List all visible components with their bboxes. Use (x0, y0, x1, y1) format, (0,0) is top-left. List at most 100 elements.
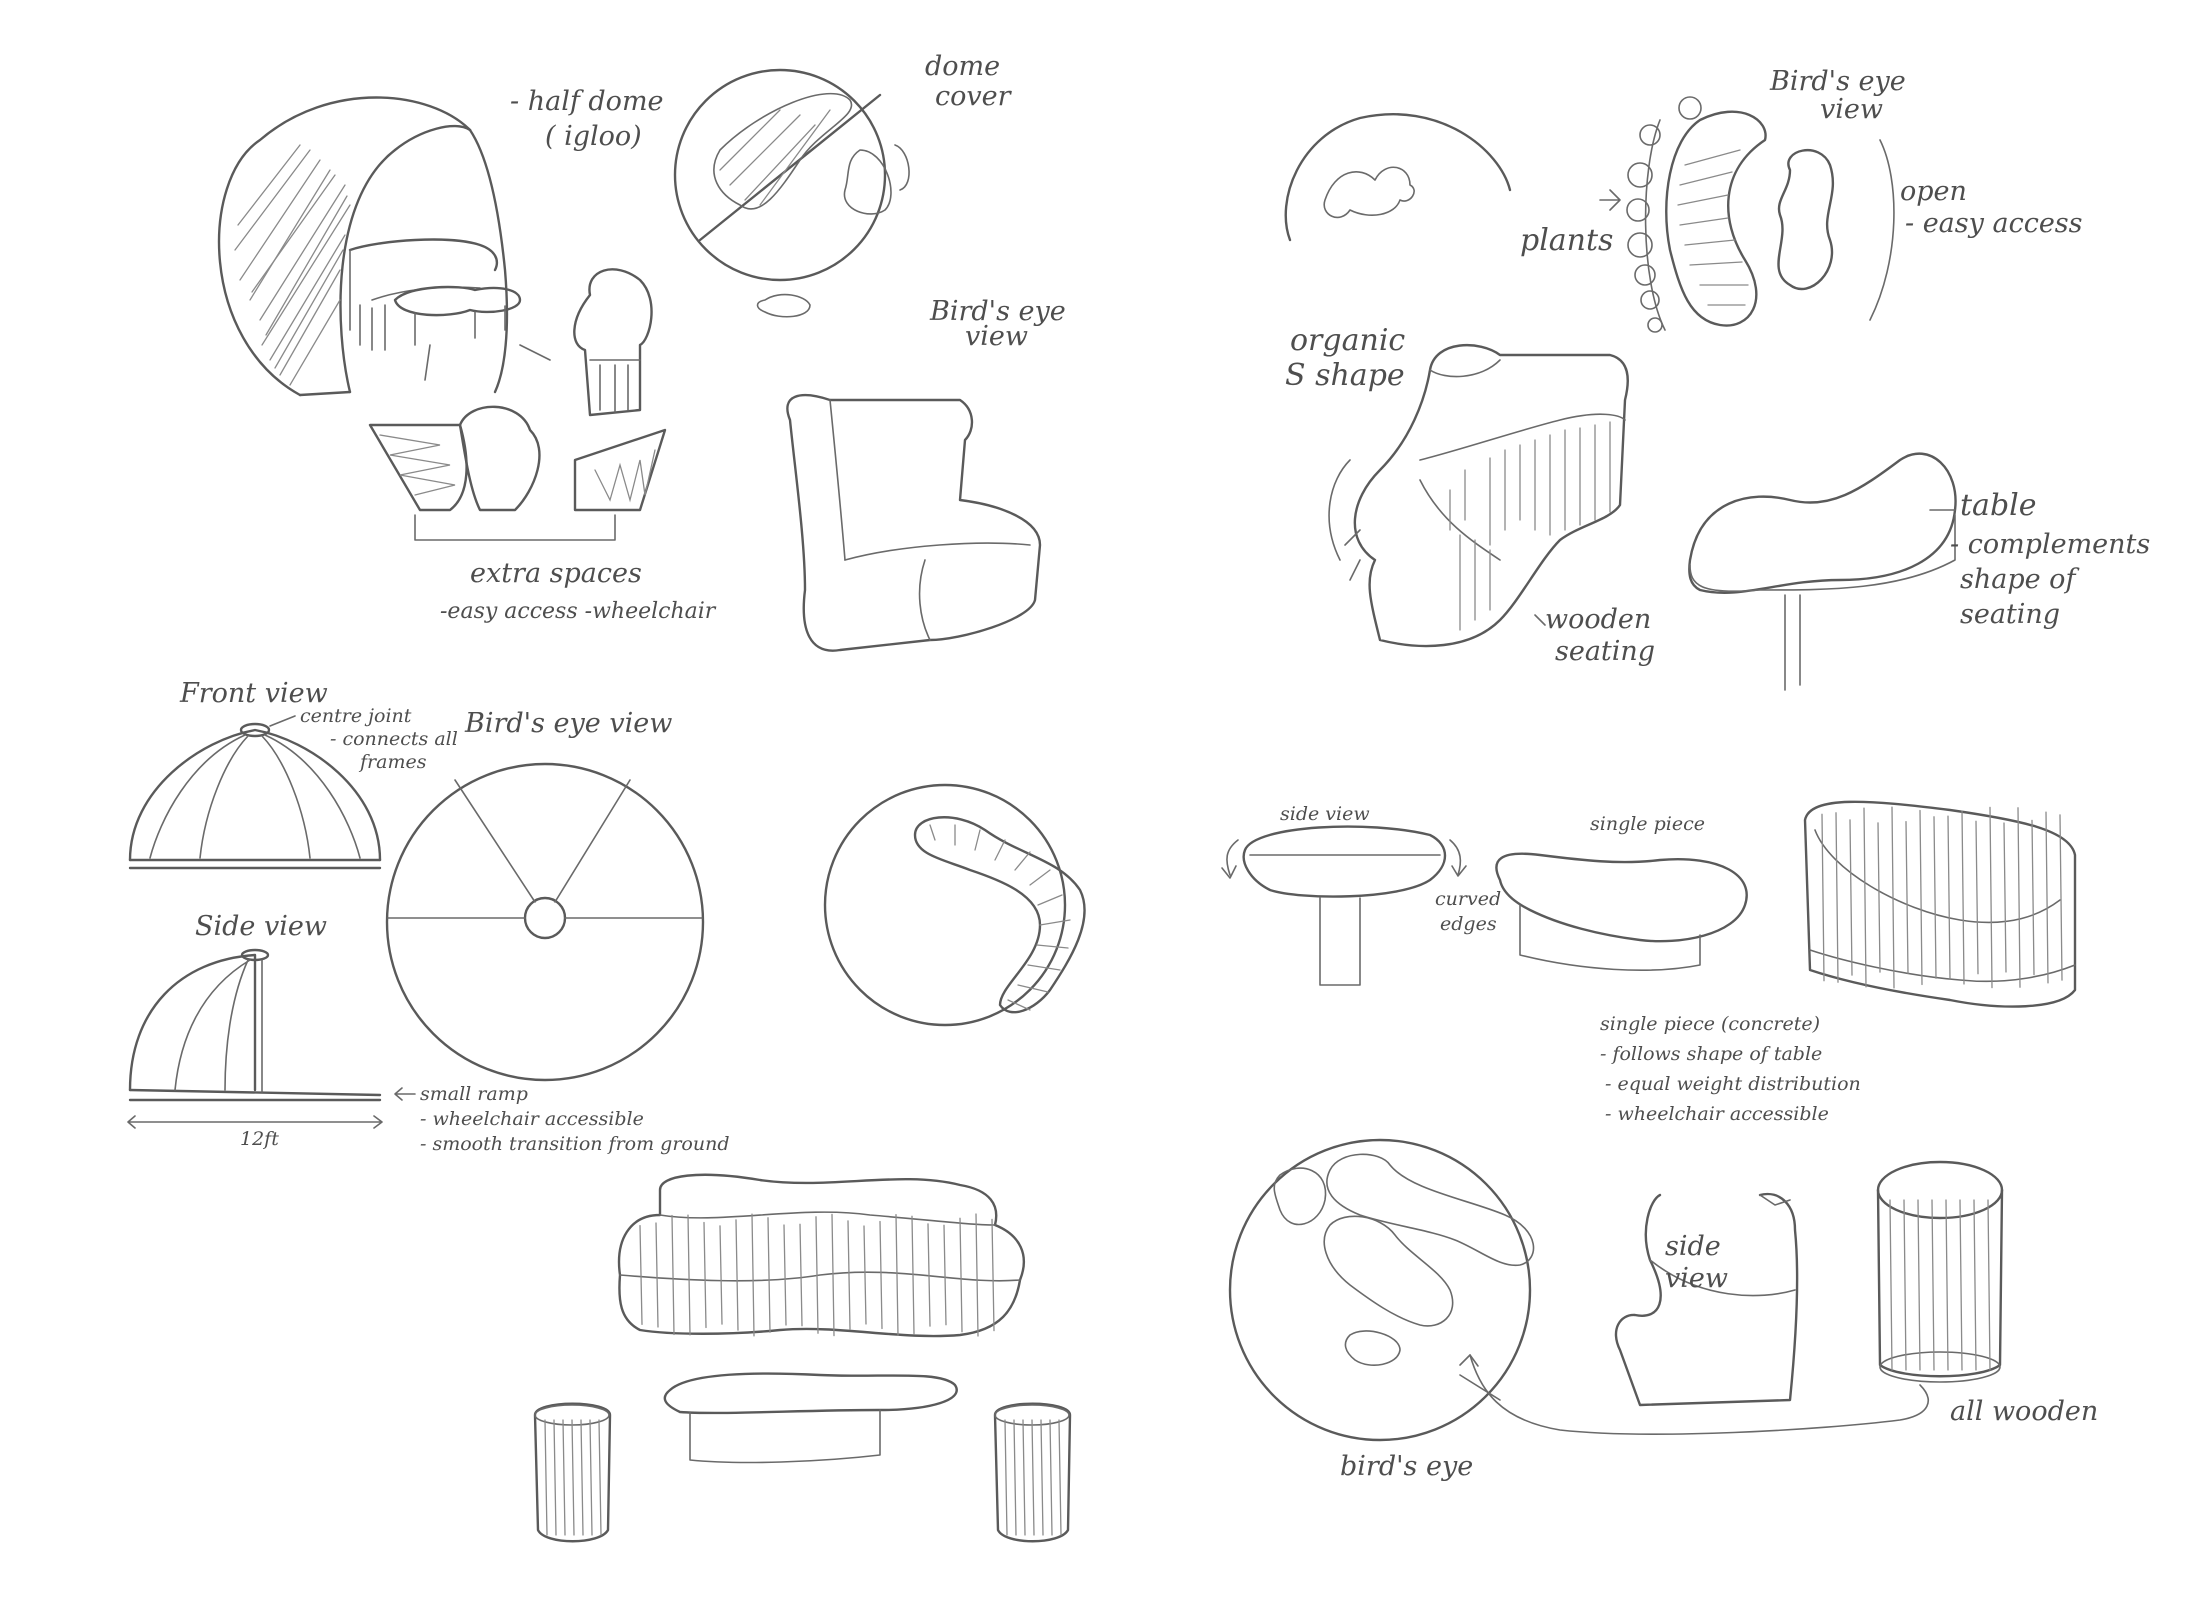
hatch-line (847, 1220, 851, 1330)
label-birds-eye-d: bird's eye (1340, 1451, 1473, 1482)
label-side-view-d: side view (1280, 803, 1370, 825)
hatch-line (815, 1216, 819, 1334)
hatch-line (943, 1224, 947, 1326)
hatch-line (589, 1419, 593, 1536)
side-view-frame-sketch (127, 948, 416, 1129)
label-follows-shape: - follows shape of table (1600, 1043, 1822, 1065)
long-sofa-sketch (617, 1173, 1025, 1338)
hatch-line (975, 1213, 979, 1337)
label-front-view: Front view (179, 678, 328, 709)
hatch-line (1975, 820, 1979, 975)
hatch-line (1933, 816, 1937, 979)
hatch-line (799, 1223, 803, 1327)
label-s-shape: S shape (1285, 358, 1405, 393)
label-birds-eye-view-c: Bird's eye view (464, 708, 672, 739)
hatch-line (1959, 1199, 1963, 1371)
hatch-line (671, 1214, 675, 1336)
side-view-table-sketch (1221, 825, 1467, 986)
label-wheelchair-d: - wheelchair accessible (1605, 1103, 1829, 1125)
hatch-line (719, 1225, 723, 1325)
label-side: side (1665, 1231, 1721, 1262)
label-smooth-transition: - smooth transition from ground (420, 1133, 729, 1155)
hatch-line (1040, 1419, 1044, 1536)
hatch-line (751, 1213, 755, 1337)
label-equal-weight: - equal weight distribution (1605, 1073, 1861, 1095)
low-table (663, 1372, 958, 1464)
label-small-ramp: small ramp (420, 1083, 528, 1105)
label-birds-eye-b: Bird's eye (1769, 66, 1906, 97)
hatch-line (927, 1223, 931, 1327)
hatch-line (1821, 813, 1825, 982)
label-seating-b: seating (1960, 599, 2060, 630)
hatch-line (895, 1213, 899, 1337)
label-view-a: view (965, 321, 1028, 352)
hatch-line (1989, 806, 1993, 989)
hatch-line (2003, 822, 2007, 973)
hatch-line (1905, 820, 1909, 975)
hatch-line (1031, 1419, 1035, 1536)
hatch-line (2017, 807, 2021, 988)
hatch-line (1889, 1199, 1893, 1371)
hatch-line (1945, 1199, 1949, 1371)
hatch-line (544, 1419, 548, 1536)
hatch-line (1931, 1199, 1935, 1371)
label-extra-spaces: extra spaces (470, 558, 642, 589)
hatch-line (1849, 819, 1853, 976)
hatch-line (1917, 1199, 1921, 1371)
label-centre-joint: centre joint (300, 705, 412, 727)
hatch-line (598, 1419, 602, 1536)
hatch-line (562, 1419, 566, 1536)
hatch-line (553, 1419, 557, 1536)
s-shape-sketch (1284, 96, 1957, 691)
single-chair-sketch (786, 393, 1042, 652)
label-half-dome: - half dome (510, 86, 664, 117)
hatch-line (959, 1217, 963, 1333)
hatch-line (687, 1214, 691, 1336)
hatch-line (1049, 1419, 1053, 1536)
hatch-line (639, 1225, 643, 1325)
label-frames: frames (358, 751, 427, 773)
hatch-line (2031, 819, 2035, 976)
hatch-line (2045, 811, 2049, 984)
label-wooden: wooden (1545, 604, 1651, 635)
hatch-line (1022, 1419, 1026, 1536)
hatch-line (1947, 815, 1951, 980)
label-wheelchair-c: - wheelchair accessible (420, 1108, 644, 1130)
label-plants: plants (1520, 223, 1613, 258)
label-dome: dome (925, 51, 1000, 82)
hatch-line (831, 1213, 835, 1337)
label-easy-access-wheelchair: -easy access -wheelchair (440, 599, 717, 624)
hatch-line (735, 1219, 739, 1331)
curved-bench-sketch (1803, 800, 2077, 1008)
dome-shading (234, 144, 351, 386)
bench-ribs (1821, 806, 2063, 989)
label-single-piece: single piece (1590, 813, 1705, 835)
hatch-line (1961, 810, 1965, 985)
label-12ft: 12ft (240, 1128, 279, 1150)
hatch-line (1987, 1199, 1991, 1371)
label-cover: cover (935, 81, 1013, 112)
label-table: table (1960, 488, 2037, 523)
hatch-line (1004, 1419, 1008, 1536)
stool-left (533, 1402, 612, 1543)
front-view-sketch (128, 715, 382, 870)
birds-eye-frame-sketch (385, 762, 705, 1082)
hatch-line (1903, 1199, 1907, 1371)
dome-cover-circle (673, 68, 910, 318)
label-complements: - complements (1950, 529, 2150, 560)
hatch-line (703, 1221, 707, 1329)
hatch-line (911, 1215, 915, 1335)
stool-right-ribs (1004, 1419, 1062, 1536)
label-edges: edges (1440, 913, 1497, 935)
wooden-stool-sketch (1876, 1160, 2004, 1383)
hatch-line (2059, 814, 2063, 981)
hatch-line (580, 1419, 584, 1536)
label-side-view: Side view (195, 911, 327, 942)
hatch-line (1058, 1419, 1062, 1536)
label-birds-eye-a: Bird's eye (929, 296, 1066, 327)
hatch-line (1919, 809, 1923, 986)
hatch-line (571, 1419, 575, 1536)
hatch-line (1891, 806, 1895, 989)
hatch-line (1863, 807, 1867, 988)
hatch-line (783, 1224, 787, 1326)
